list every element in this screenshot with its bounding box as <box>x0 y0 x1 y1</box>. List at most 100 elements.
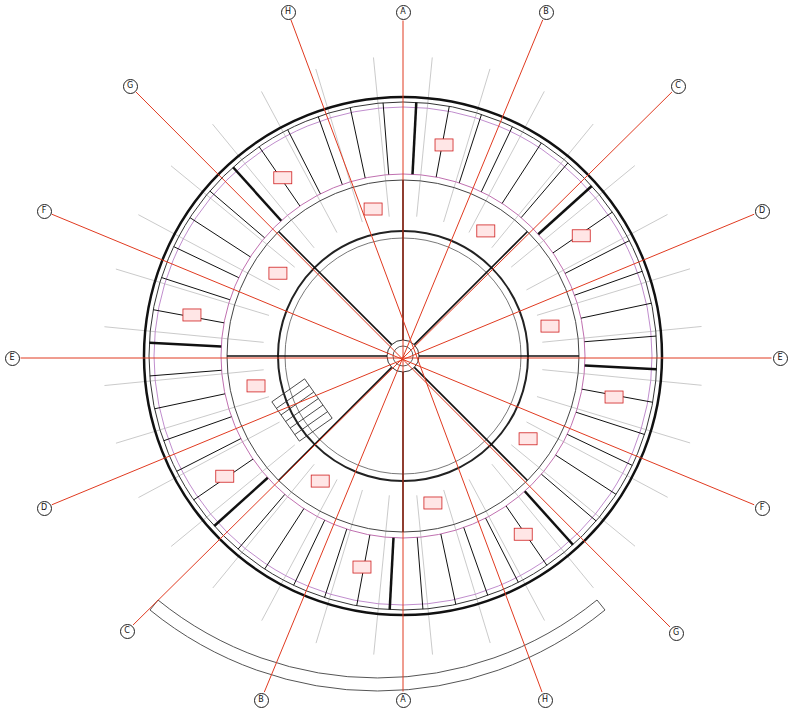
grid-line-minor <box>542 326 701 342</box>
grid-bubble: D <box>37 501 52 516</box>
partition-wall <box>150 370 222 376</box>
partition-wall <box>459 114 481 182</box>
grid-line-minor <box>374 495 390 654</box>
partition-wall <box>177 439 241 472</box>
room-tag <box>541 320 559 332</box>
grid-label: H <box>542 696 548 704</box>
grid-axis <box>21 358 772 359</box>
grid-bubble: H <box>538 693 553 708</box>
core-wall-radial <box>414 367 527 480</box>
grid-bubble: A <box>396 693 411 708</box>
grid-axis <box>291 20 542 692</box>
grid-bubble: C <box>671 79 686 94</box>
core-wall-radial <box>279 367 392 480</box>
grid-line-minor <box>104 327 263 343</box>
grid-line-minor <box>171 166 295 267</box>
partition-wall <box>149 343 221 347</box>
grid-bubble: G <box>123 79 138 94</box>
room-tag <box>605 391 623 403</box>
partition-wall <box>556 455 616 494</box>
grid-line-minor <box>417 57 433 216</box>
grid-bubble: G <box>669 626 684 641</box>
grid-line-minor <box>492 124 593 248</box>
grid-label: C <box>675 82 681 90</box>
partition-wall <box>210 191 265 238</box>
grid-label: A <box>400 696 405 704</box>
grid-bubble: C <box>120 624 135 639</box>
room-tag <box>353 561 371 573</box>
grid-line-minor <box>511 166 635 268</box>
grid-label: D <box>759 207 765 215</box>
grid-bubble: B <box>539 5 554 20</box>
partition-wall <box>383 103 389 175</box>
partition-wall <box>441 534 456 604</box>
room-tag <box>216 470 234 482</box>
grid-label: D <box>41 504 47 512</box>
grid-line-minor <box>213 124 315 248</box>
room-tag <box>274 172 292 184</box>
grid-label: C <box>124 627 130 635</box>
partition-wall <box>288 130 321 194</box>
partition-wall <box>502 143 541 203</box>
room-tag <box>247 380 265 392</box>
partition-wall <box>582 389 653 402</box>
grid-axis <box>264 20 542 692</box>
grid-axis <box>136 92 670 627</box>
grid-line-minor <box>469 91 544 232</box>
grid-line-minor <box>373 57 389 216</box>
grid-bubble: A <box>396 5 411 20</box>
grid-bubble: F <box>37 204 52 219</box>
grid-line-minor <box>526 422 667 497</box>
partition-wall <box>584 336 656 342</box>
grid-label: H <box>285 8 291 16</box>
partition-wall <box>565 241 629 274</box>
partition-wall <box>318 117 342 185</box>
partition-wall <box>417 537 423 609</box>
grid-label: A <box>400 8 405 16</box>
grid-label: E <box>9 354 14 362</box>
partition-wall <box>581 303 651 318</box>
grid-bubble: E <box>5 351 20 366</box>
partition-wall <box>506 506 547 565</box>
grid-line-minor <box>542 370 701 386</box>
partition-wall <box>155 394 225 409</box>
room-tag <box>269 267 287 279</box>
partition-wall <box>486 518 519 582</box>
partition-wall <box>585 366 657 370</box>
grid-bubble: B <box>254 693 269 708</box>
room-tag <box>183 309 201 321</box>
core-wall-radial <box>279 232 392 345</box>
partition-wall <box>413 102 417 174</box>
partition-wall <box>194 459 253 500</box>
partition-wall <box>553 212 612 253</box>
partition-wall <box>576 412 644 434</box>
grid-label: F <box>760 504 765 512</box>
room-tag <box>519 433 537 445</box>
room-tag <box>435 139 453 151</box>
partition-wall <box>538 186 592 234</box>
grid-line-minor <box>213 464 314 588</box>
grid-line-minor <box>511 445 635 546</box>
room-tag <box>311 475 329 487</box>
room-tag <box>424 497 442 509</box>
room-tag <box>514 528 532 540</box>
grid-label: E <box>777 354 782 362</box>
grid-label: G <box>673 629 679 637</box>
grid-line-minor <box>171 445 295 547</box>
grid-bubble: D <box>755 204 770 219</box>
partition-wall <box>164 417 232 441</box>
grid-label: G <box>127 82 133 90</box>
partition-wall <box>481 127 512 192</box>
grid-label: B <box>543 8 549 16</box>
grid-label: B <box>258 696 264 704</box>
partition-wall <box>174 247 239 278</box>
grid-line-minor <box>492 464 594 588</box>
partition-wall <box>294 520 325 585</box>
partition-wall <box>161 278 229 300</box>
partition-wall <box>238 494 285 549</box>
grid-bubble: H <box>281 5 296 20</box>
grid-line-minor <box>104 370 263 386</box>
room-tag <box>477 225 495 237</box>
grid-label: F <box>42 207 47 215</box>
